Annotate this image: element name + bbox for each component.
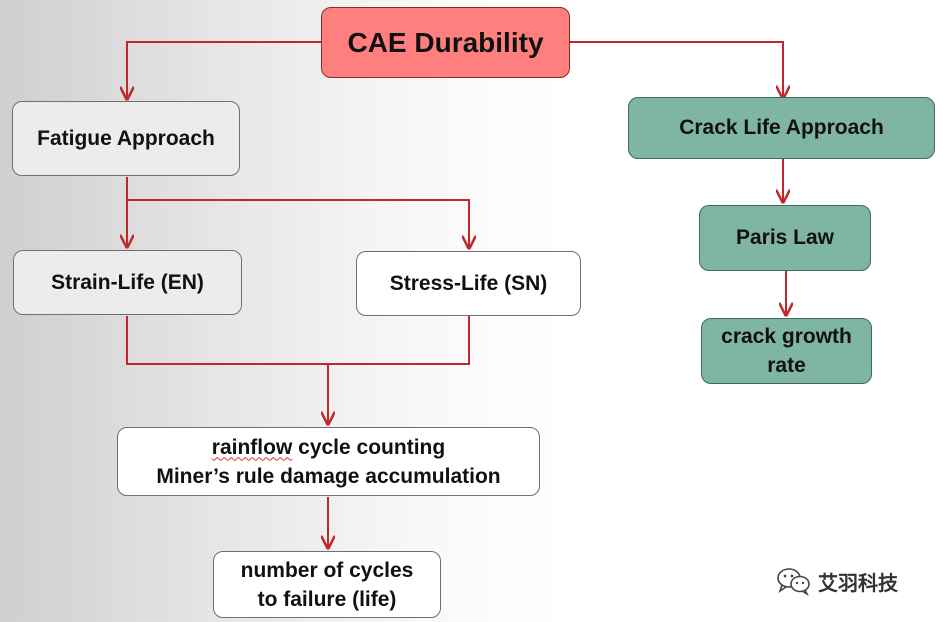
fatigue-approach-label: Fatigue Approach [37, 127, 215, 150]
growth-line-2: rate [767, 354, 806, 377]
stress-life-label: Stress-Life (SN) [389, 271, 548, 295]
link-root-crack [569, 41, 783, 98]
wechat-icon [777, 568, 810, 596]
cycles-to-failure-node: number of cycles to failure (life) [213, 551, 441, 618]
result-line-2: to failure (life) [257, 587, 397, 611]
link-root-fatigue [127, 41, 322, 99]
link-strain-merge [126, 316, 470, 365]
strain-life-node: Strain-Life (EN) [13, 250, 242, 315]
fatigue-approach-node: Fatigue Approach [12, 101, 240, 176]
strain-life-label: Strain-Life (EN) [51, 271, 204, 294]
result-line-1: number of cycles [240, 558, 414, 582]
process-line-2: Miner’s rule damage accumulation [156, 464, 501, 488]
growth-line-1: crack growth [721, 325, 852, 348]
paris-law-node: Paris Law [699, 205, 871, 271]
damage-process-node: rainflow cycle counting Miner’s rule dam… [117, 427, 540, 496]
crack-growth-rate-node: crack growth rate [701, 318, 872, 384]
paris-law-label: Paris Law [735, 226, 835, 249]
link-fatigue-stress [127, 199, 469, 248]
process-line-1-rainflow: rainflow [211, 435, 293, 459]
root-node: CAE Durability [321, 7, 570, 78]
watermark: 艾羽科技 [776, 565, 898, 597]
watermark-text: 艾羽科技 [818, 570, 898, 595]
process-line-1-rest: cycle counting [292, 435, 446, 459]
process-line-1: rainflow cycle counting [212, 433, 445, 462]
crack-life-approach-label: Crack Life Approach [679, 116, 884, 139]
stress-life-node: Stress-Life (SN) [356, 251, 581, 316]
root-label: CAE Durability [347, 26, 544, 58]
crack-life-approach-node: Crack Life Approach [628, 97, 935, 159]
